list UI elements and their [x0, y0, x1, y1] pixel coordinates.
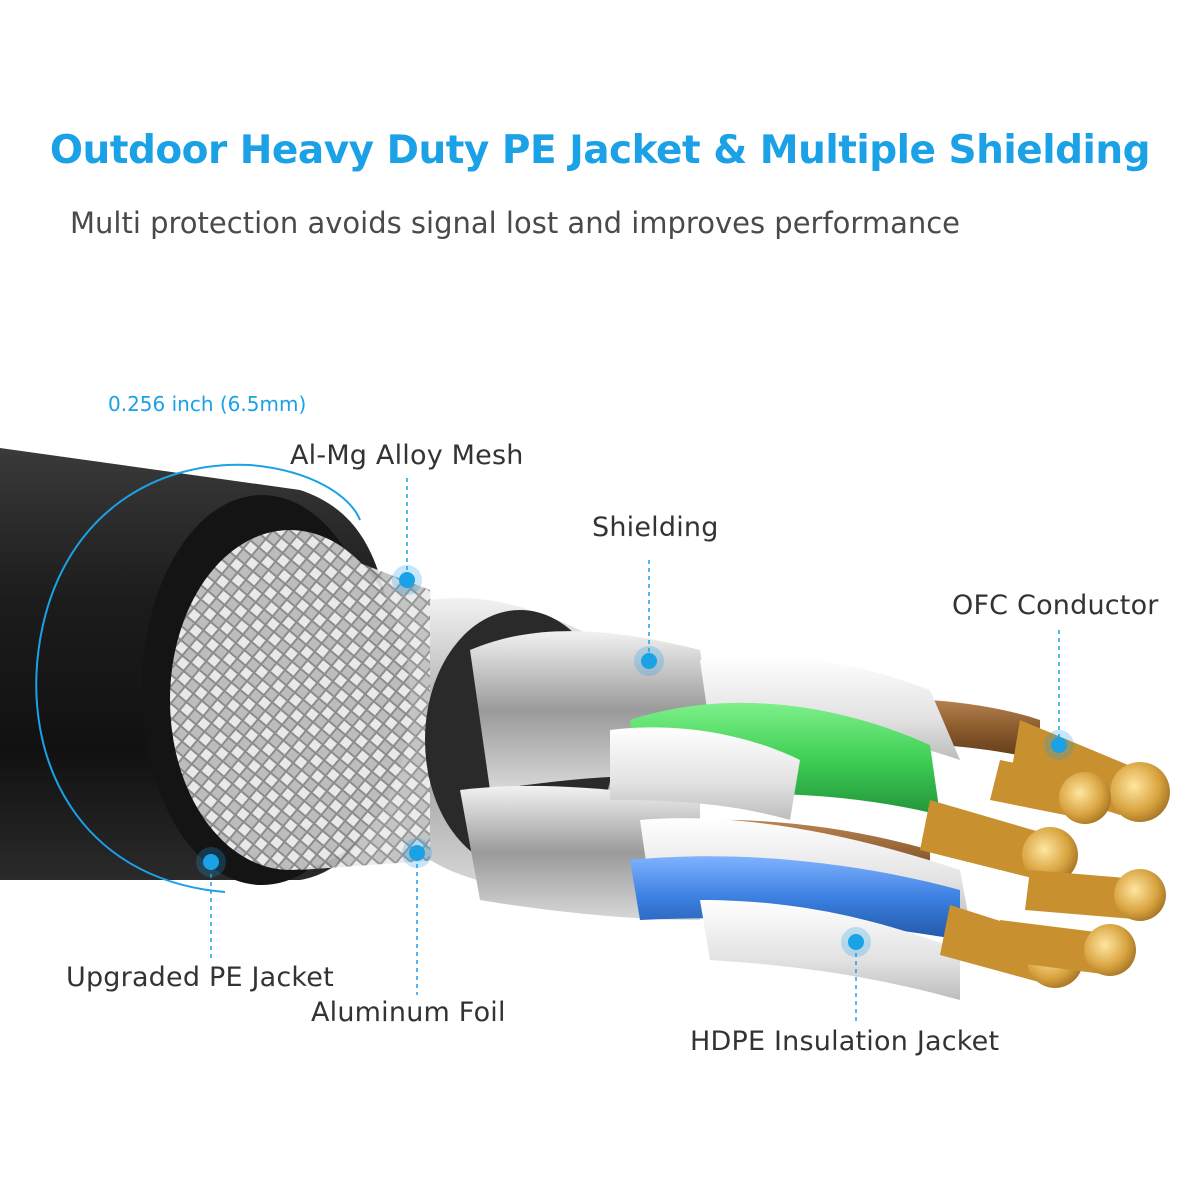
- wire-blue: [630, 856, 960, 940]
- callout-dot-mesh: [392, 565, 422, 595]
- copper-conductors: [920, 720, 1170, 988]
- label-mesh: Al-Mg Alloy Mesh: [290, 440, 524, 471]
- callout-dot-insulation: [841, 927, 871, 957]
- page-title: Outdoor Heavy Duty PE Jacket & Multiple …: [49, 128, 1151, 173]
- wire-white-4: [700, 900, 960, 1000]
- mesh-braid-tube: [300, 540, 440, 870]
- callout-dot-conductor: [1044, 730, 1074, 760]
- callout-dot-shielding: [634, 646, 664, 676]
- label-insulation: HDPE Insulation Jacket: [690, 1026, 1000, 1057]
- label-jacket: Upgraded PE Jacket: [66, 962, 334, 993]
- diameter-label: 0.256 inch (6.5mm): [108, 392, 307, 416]
- diameter-arc: [35, 463, 361, 893]
- wire-white-2: [610, 727, 800, 820]
- label-foil: Aluminum Foil: [311, 997, 506, 1028]
- callout-dot-foil: [402, 838, 432, 868]
- label-shielding: Shielding: [592, 512, 719, 543]
- label-conductor: OFC Conductor: [952, 590, 1159, 621]
- callout-dot-jacket: [196, 847, 226, 877]
- page-subtitle: Multi protection avoids signal lost and …: [70, 206, 961, 240]
